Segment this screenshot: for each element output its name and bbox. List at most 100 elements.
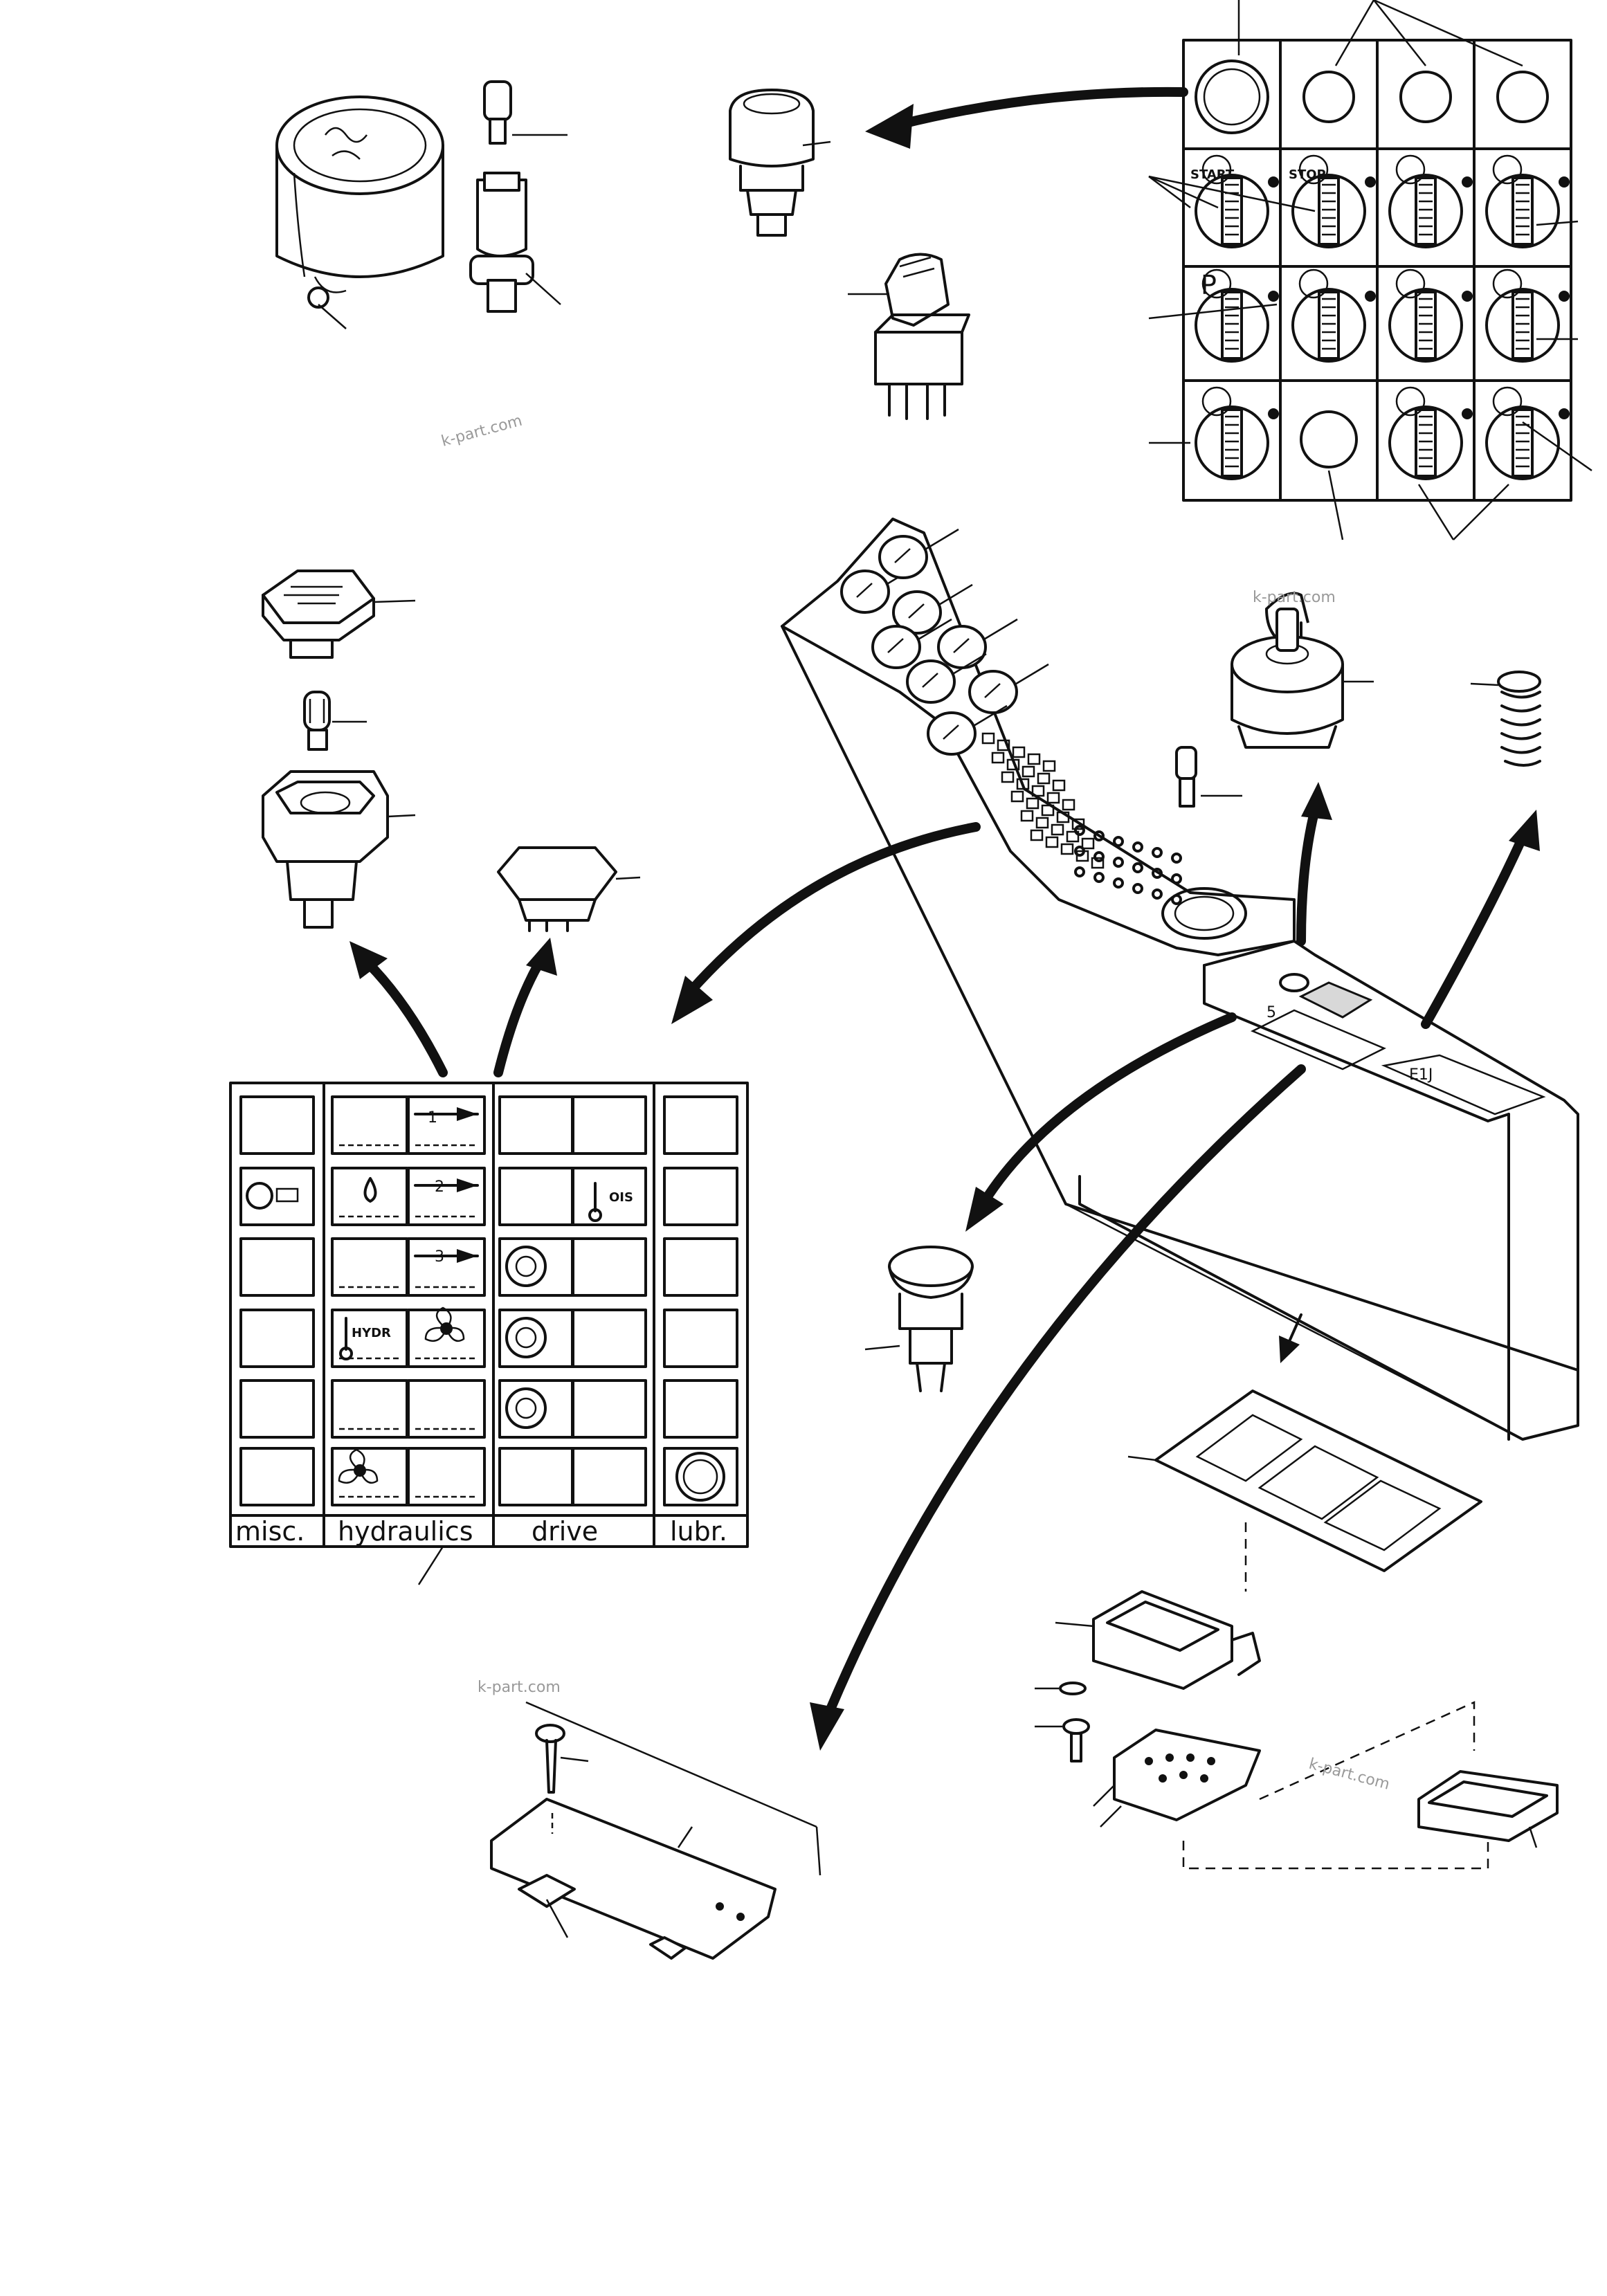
hydraulics-indicator-cell [407, 1167, 486, 1226]
dial-needle [922, 673, 938, 688]
drive-indicator-cell [572, 1237, 647, 1297]
console-control-knob [1171, 853, 1182, 864]
rotary-knob [1221, 291, 1243, 360]
blanking-plate [490, 1701, 821, 1960]
round-gauge [275, 95, 444, 329]
ignition-switch [1231, 592, 1374, 749]
misc-indicator-cell [239, 1167, 315, 1226]
console-control-knob [1113, 857, 1124, 868]
cover-cap [1417, 1770, 1559, 1848]
dashed-connection [1182, 1522, 1489, 1870]
symbol-icon [1492, 154, 1523, 185]
dial-needle [943, 725, 959, 740]
console-gauges [840, 528, 1182, 905]
start-label: START [1190, 167, 1235, 182]
dial-leader [937, 583, 973, 607]
indicator-dot [1365, 291, 1376, 302]
console-control-knob [1074, 846, 1085, 857]
screw-washer [1035, 1682, 1090, 1762]
gear-hub-icon [515, 1255, 537, 1277]
small-flat-switch [497, 846, 641, 932]
gear-hub-icon [515, 1327, 537, 1349]
lubr-indicator-cell [663, 1309, 738, 1368]
warning-lamp [729, 89, 831, 237]
drive-indicator-cell [572, 1309, 647, 1368]
emergency-stop-button [864, 1246, 974, 1392]
fan-blade [424, 1306, 465, 1342]
flow-arrow-head [457, 1178, 478, 1192]
console-control-knob [1132, 862, 1143, 873]
gear-icon [505, 1387, 547, 1429]
key-cap [262, 570, 416, 659]
rotary-knob [1415, 408, 1437, 477]
rotary-knob [1511, 291, 1534, 360]
rotary-knob [1221, 176, 1243, 246]
dial-needle [894, 548, 911, 563]
connector-insert [1093, 1729, 1261, 1828]
park-label: P [1201, 270, 1217, 300]
console-key [1006, 758, 1020, 771]
symbol-icon [1298, 154, 1329, 185]
indicator-dot [1559, 291, 1570, 302]
console-key [1037, 772, 1051, 785]
console-key [1001, 771, 1015, 783]
console-key [1016, 778, 1030, 790]
console-control-knob [1093, 830, 1105, 841]
panel-column-labels: misc. hydraulics drive lubr. [235, 1516, 727, 1585]
arrows-panel-up [349, 938, 557, 1077]
misc-indicator-cell [239, 1447, 315, 1506]
arrows-from-console [671, 782, 1540, 1751]
console-dial-icon [871, 625, 921, 669]
misc-indicator-cell [239, 1309, 315, 1368]
flow-arrow-head [457, 1249, 478, 1263]
misc-indicator-cell [239, 1095, 315, 1155]
lubr-indicator-cell [663, 1167, 738, 1226]
dial-leader [923, 528, 959, 552]
console-control-knob [1113, 836, 1124, 847]
console-control-knob [1074, 825, 1085, 836]
console-key [1060, 843, 1074, 855]
symbol-icon [1395, 154, 1426, 185]
console-key [1081, 837, 1095, 850]
drive-indicator-cell [498, 1095, 574, 1155]
switch-panel-labels: START STOP P [1148, 167, 1592, 540]
watermark-2: k-part.com [1253, 589, 1336, 606]
console-key [1026, 797, 1039, 810]
drive-indicator-cell [498, 1167, 574, 1226]
dial-leader [951, 653, 987, 676]
symbol-icon [1492, 268, 1523, 299]
indicator-dot [1462, 176, 1473, 188]
hydraulics-indicator-cell [407, 1237, 486, 1297]
hydraulics-indicator-cell [407, 1447, 486, 1506]
dial-leader [982, 618, 1018, 641]
console-key [1012, 746, 1026, 758]
console-control-knob [1093, 872, 1105, 883]
console-control-knob [1171, 873, 1182, 884]
rotary-knob [1318, 291, 1340, 360]
lubrication-icon-inner [682, 1459, 718, 1495]
console-key [1042, 760, 1056, 772]
dial-needle [908, 603, 925, 619]
console-labels: 5 E1J [1266, 1004, 1433, 1084]
console-key [1030, 829, 1044, 841]
stop-label: STOP [1289, 167, 1326, 182]
dial-needle [953, 638, 970, 653]
indicator-dot [1268, 408, 1279, 419]
symbol-icon [1395, 386, 1426, 417]
console-dial-icon [840, 570, 890, 614]
console-key [997, 739, 1010, 751]
drive-indicator-cell [572, 1095, 647, 1155]
rotary-knob [1415, 176, 1437, 246]
console-dial-icon [878, 535, 928, 579]
console-control-knob [1113, 877, 1124, 889]
num-2-label: 2 [435, 1178, 444, 1196]
lubrication-icon [675, 1452, 725, 1502]
console-dial-icon [927, 711, 977, 756]
console-control-knob [1152, 847, 1163, 858]
console-key [981, 732, 995, 745]
console-key [1051, 823, 1064, 836]
console-control-knob [1132, 841, 1143, 853]
console-key [1022, 765, 1035, 778]
column-label-lubr: lubr. [670, 1516, 727, 1547]
